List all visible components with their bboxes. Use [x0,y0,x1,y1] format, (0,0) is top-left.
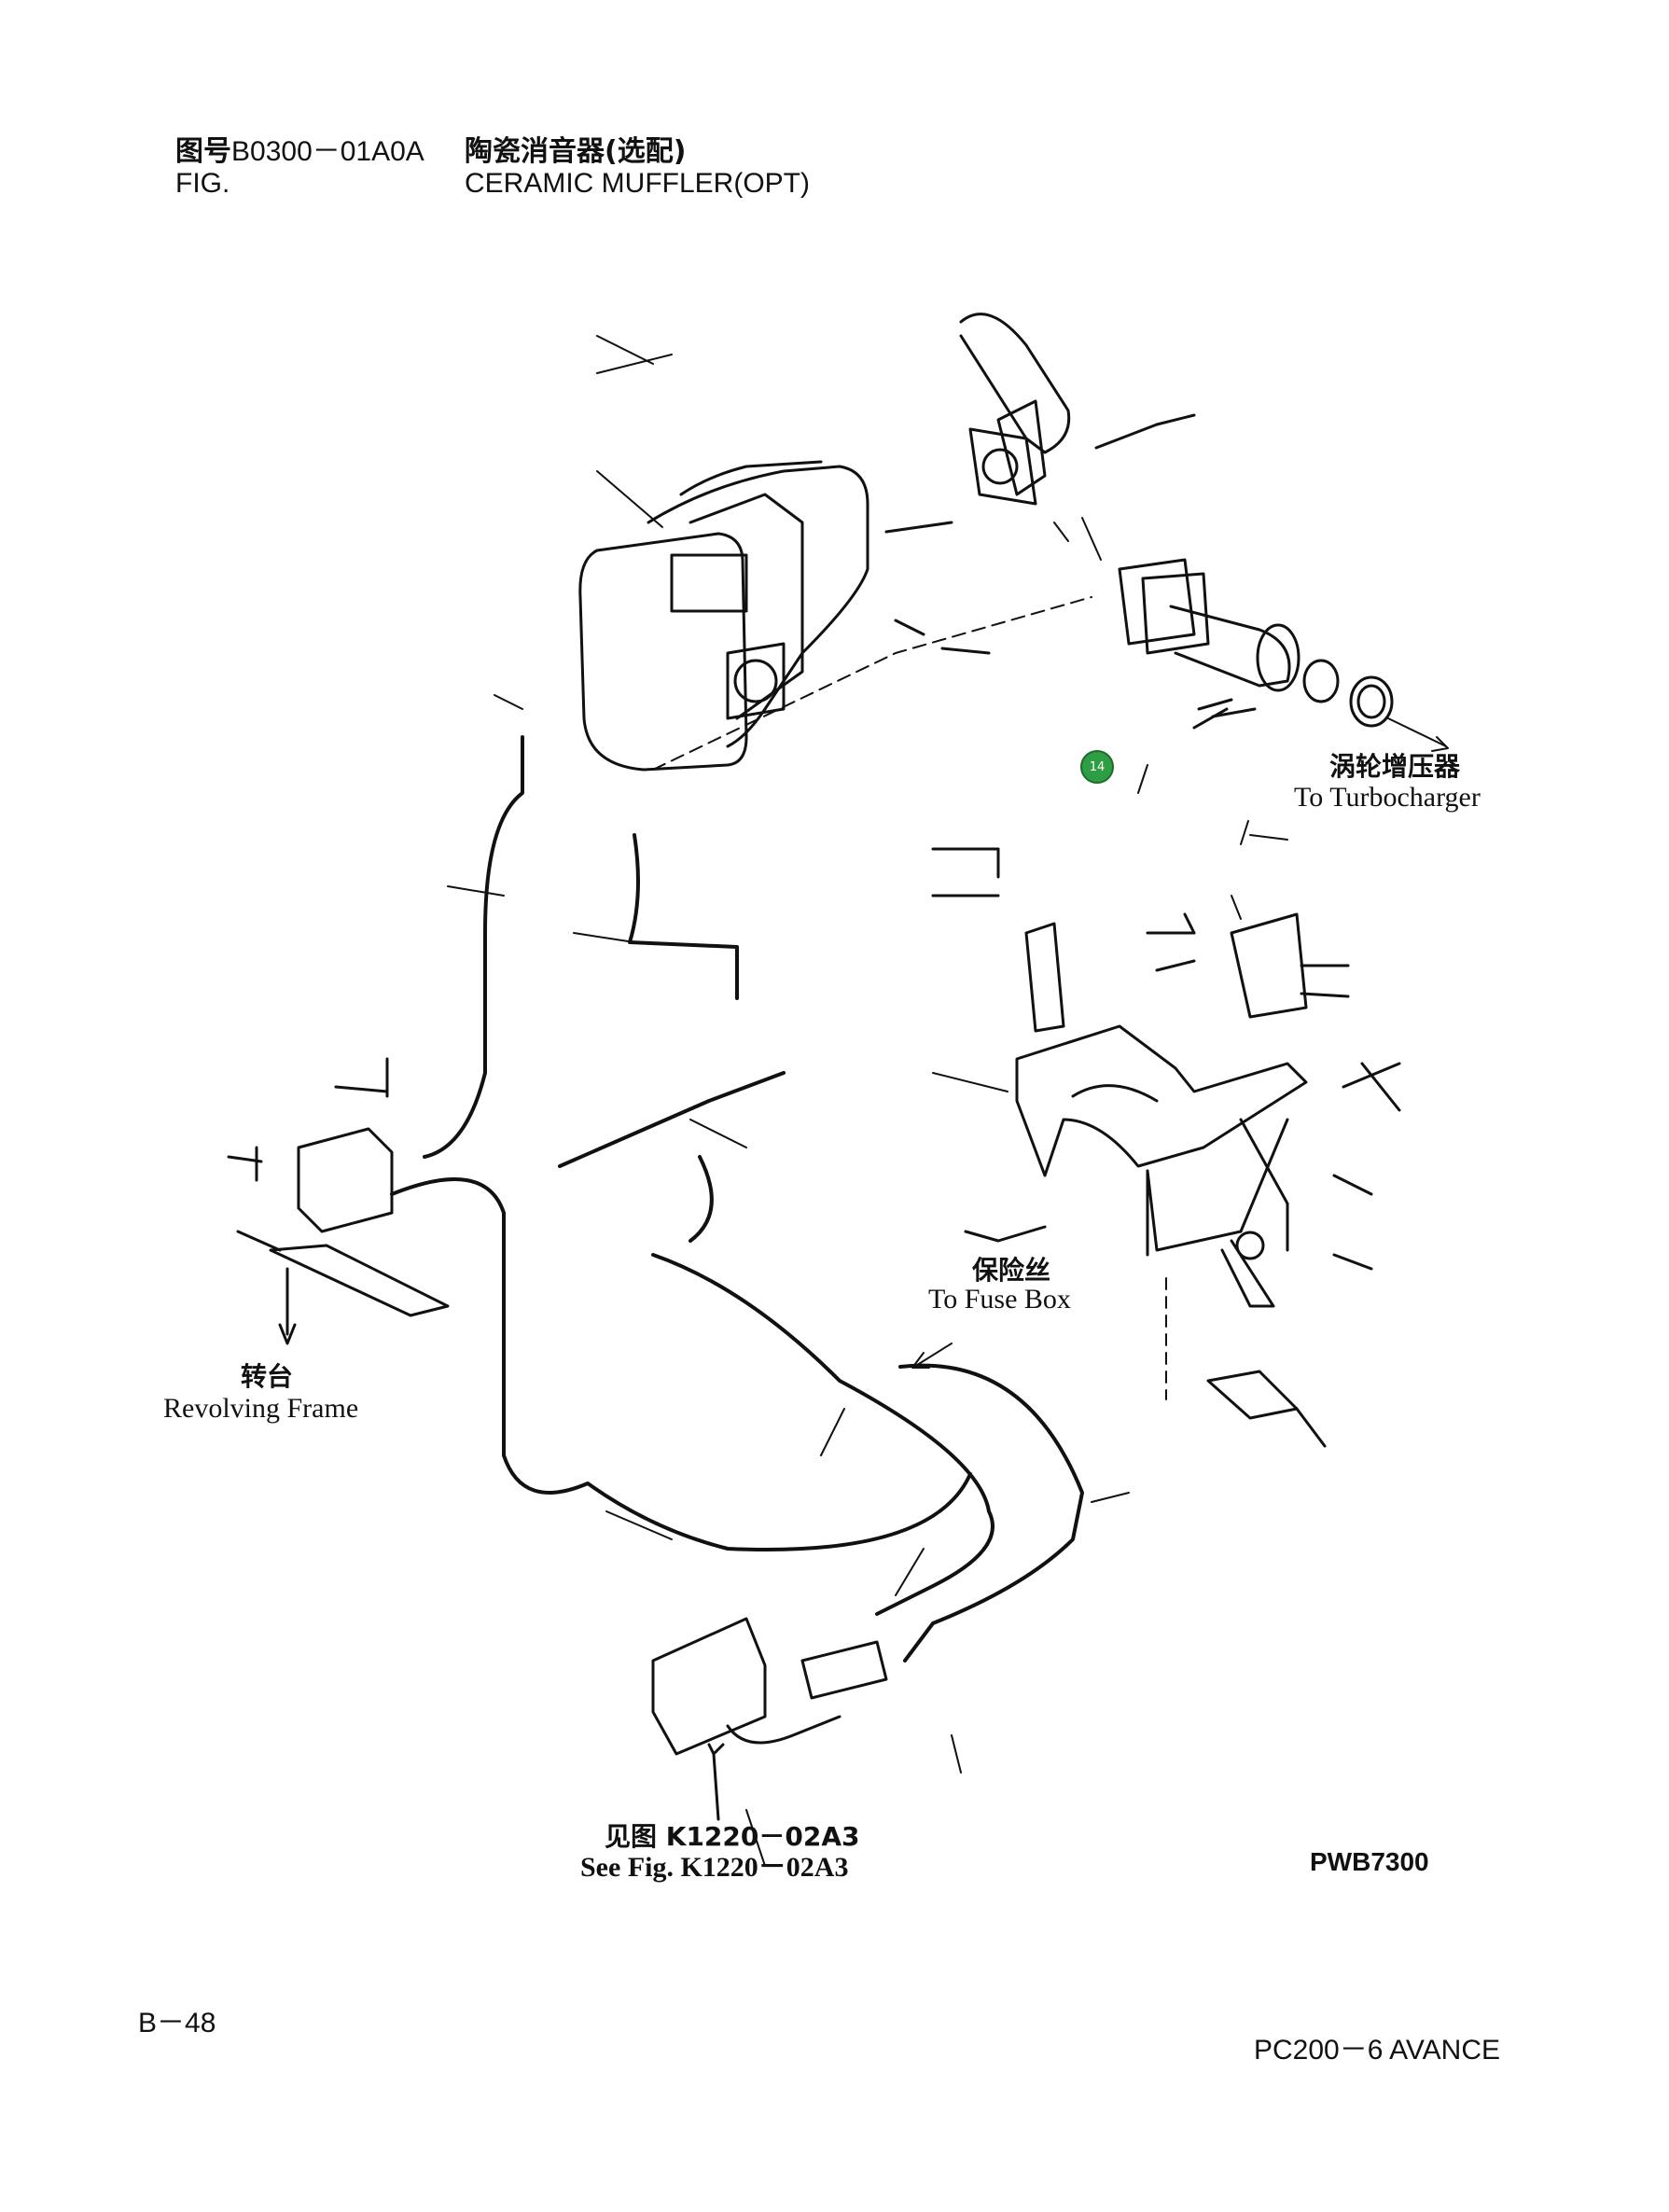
leader-lines [447,335,1288,1867]
fig-label-en: FIG. [175,168,230,199]
fig-title-en: CERAMIC MUFFLER(OPT) [465,168,810,199]
pipe-bracket [1024,912,1308,1033]
revolving-frame-label-en: Revolving Frame [163,1393,359,1424]
controller-box [651,1617,888,1821]
bolts [227,413,1401,1271]
wiring-harness [390,735,1084,1662]
fig-label-zh: 图号B0300－01A0A [175,135,424,168]
muffler-body [578,460,1092,772]
model-name: PC200－6 AVANCE [1254,2035,1501,2066]
page-number: B－48 [138,2008,216,2038]
mounting-cradle [1015,1024,1308,1308]
exhaust-stack [959,313,1071,506]
callout-arrows [911,717,1449,1369]
drawing-code: PWB7300 [1310,1847,1429,1876]
revolving-frame-label-zh: 转台 [241,1361,294,1392]
see-fig-label-en: See Fig. K1220－02A3 [580,1852,849,1883]
turbocharger-label-en: To Turbocharger [1294,782,1481,813]
see-fig-label-zh: 见图 K1220－02A3 [605,1821,860,1852]
bottom-bracket [1165,1277,1327,1448]
turbo-pipe [1118,558,1394,728]
fig-title-zh: 陶瓷消音器(选配) [465,135,687,168]
revolving-frame-bracket [236,1127,450,1345]
fuse-box-label-en: To Fuse Box [928,1284,1071,1315]
turbocharger-label-zh: 涡轮增压器 [1329,751,1461,782]
fuse-box-label-zh: 保险丝 [972,1255,1051,1286]
item-marker[interactable]: 14 [1080,750,1114,784]
